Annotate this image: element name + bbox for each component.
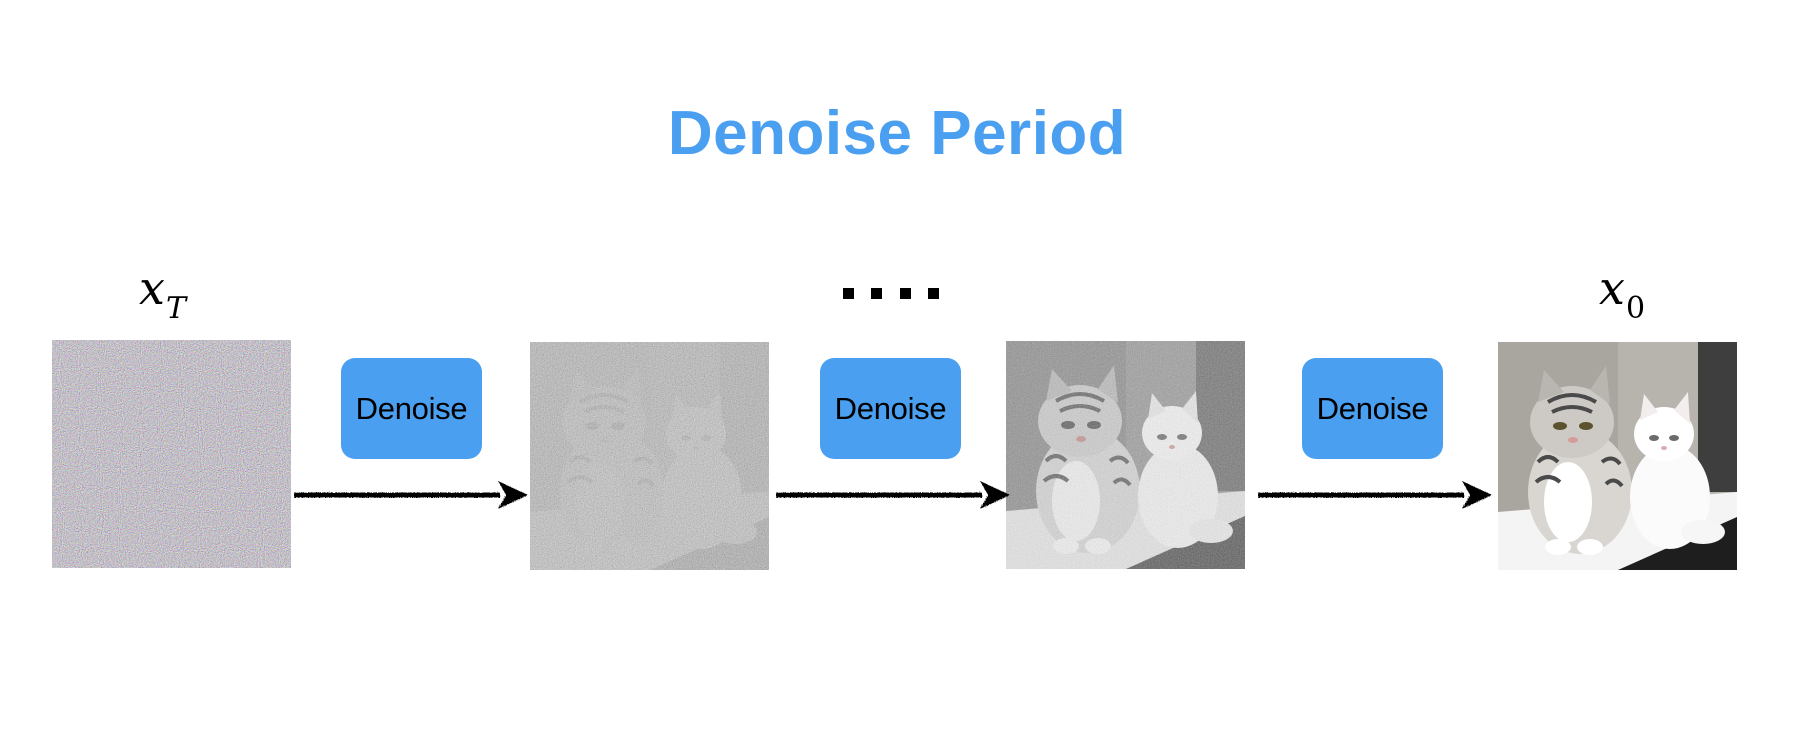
ellipsis-dot bbox=[900, 288, 911, 299]
arrow-right-icon bbox=[1258, 481, 1492, 509]
noisy-image-xT bbox=[52, 340, 291, 568]
denoise-step-label: Denoise bbox=[1316, 390, 1429, 426]
denoise-step-label: Denoise bbox=[834, 390, 947, 426]
partially-denoised-image-1 bbox=[530, 342, 769, 570]
clean-image-x0 bbox=[1498, 342, 1737, 570]
start-state-label: xT bbox=[139, 265, 186, 324]
ellipsis-dot bbox=[843, 288, 854, 299]
denoise-step-label: Denoise bbox=[355, 390, 468, 426]
end-state-label: x0 bbox=[1599, 265, 1645, 324]
denoise-step-2: Denoise bbox=[820, 358, 961, 459]
ellipsis-dot bbox=[871, 288, 882, 299]
denoise-step-3: Denoise bbox=[1302, 358, 1443, 459]
start-state-subscript: T bbox=[165, 291, 186, 326]
denoise-step-1: Denoise bbox=[341, 358, 482, 459]
end-state-subscript: 0 bbox=[1625, 291, 1646, 326]
ellipsis-dot bbox=[928, 288, 939, 299]
arrow-right-icon bbox=[294, 481, 528, 509]
diagram-title: Denoise Period bbox=[667, 99, 1127, 168]
end-state-symbol: x bbox=[1599, 261, 1625, 315]
steps-ellipsis bbox=[843, 288, 939, 299]
partially-denoised-image-2 bbox=[1006, 341, 1245, 569]
arrow-right-icon bbox=[776, 481, 1010, 509]
start-state-symbol: x bbox=[139, 261, 165, 315]
